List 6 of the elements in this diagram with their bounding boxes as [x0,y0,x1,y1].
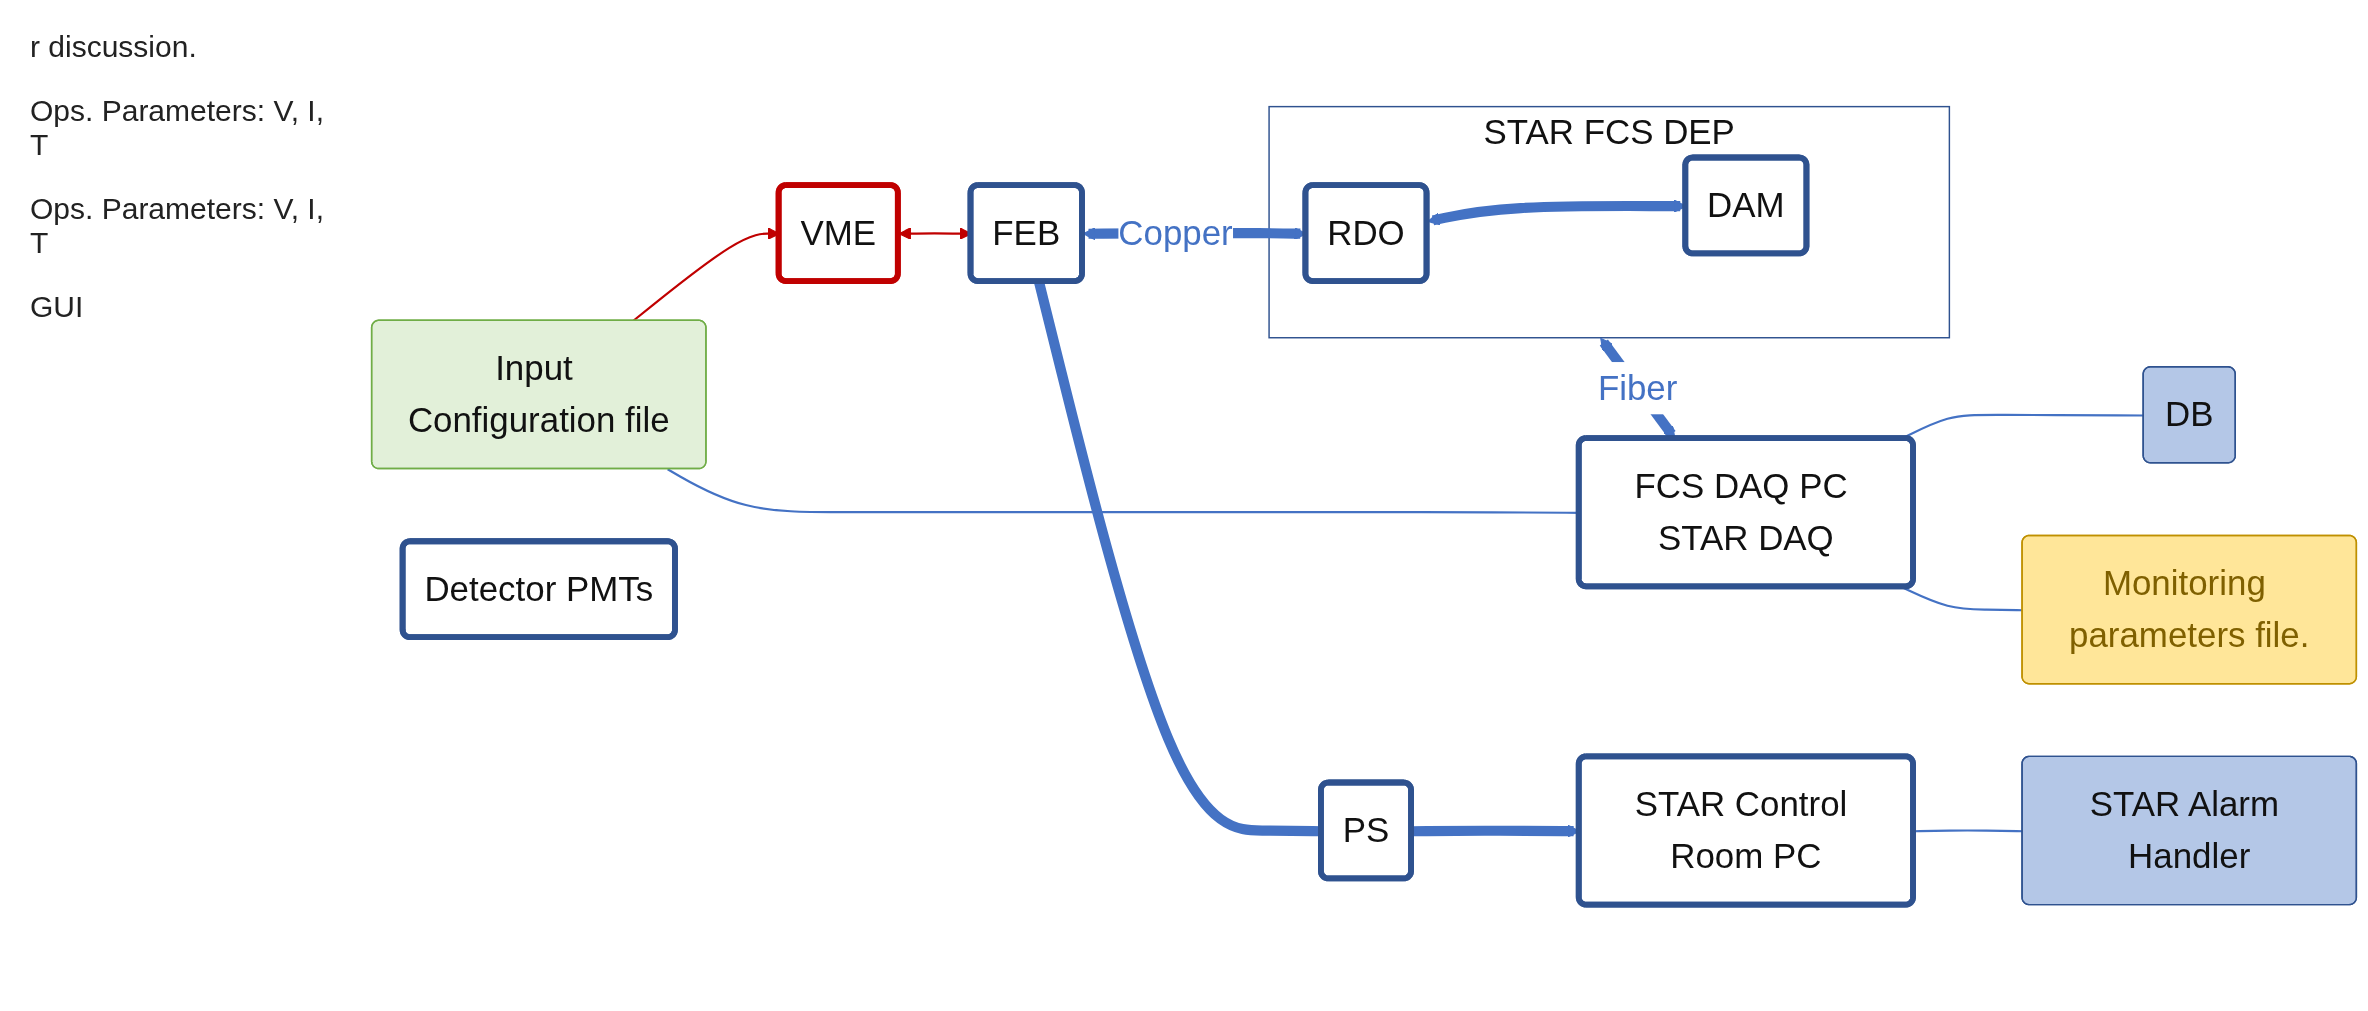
edge-label: Copper [1118,212,1233,252]
edge-label: Fiber [1597,367,1678,408]
note-text: Ops. Parameters: V, I, T [30,192,325,260]
note-text: GUI [30,290,85,324]
note-text: r discussion. [30,30,198,64]
note-text: Ops. Parameters: V, I, T [30,94,325,162]
